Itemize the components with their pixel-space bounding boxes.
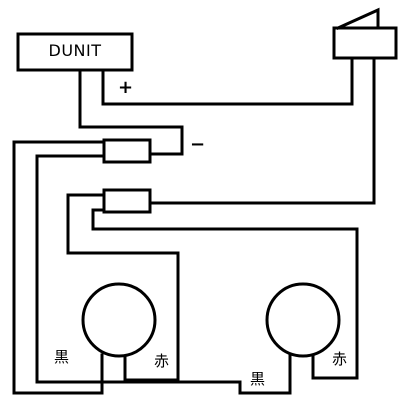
unit-minus-wire [78,68,184,156]
switch-lever [336,7,380,30]
right-red-label: 赤 [332,350,347,368]
upper-inner-wire [35,154,292,395]
switch-to-connector-wire [148,56,376,205]
left-speaker [81,282,157,358]
head-unit-label: DUNIT [49,41,102,60]
lower-inner-wire [91,208,359,380]
right-speaker [265,282,341,358]
plus-sign-label: + [118,77,133,98]
switch-body [332,26,398,60]
right-black-label: 黒 [250,370,265,388]
left-black-label: 黒 [54,348,69,366]
lower-outer-wire [66,193,180,382]
upper-connector [102,138,152,164]
upper-outer-wire [12,140,106,395]
minus-sign-label: − [190,134,205,155]
lower-connector [102,188,152,214]
left-red-label: 赤 [154,352,169,370]
wires [12,56,376,395]
head-unit-box [16,32,134,72]
switch-icon [332,7,398,60]
unit-plus-wire [101,56,354,106]
